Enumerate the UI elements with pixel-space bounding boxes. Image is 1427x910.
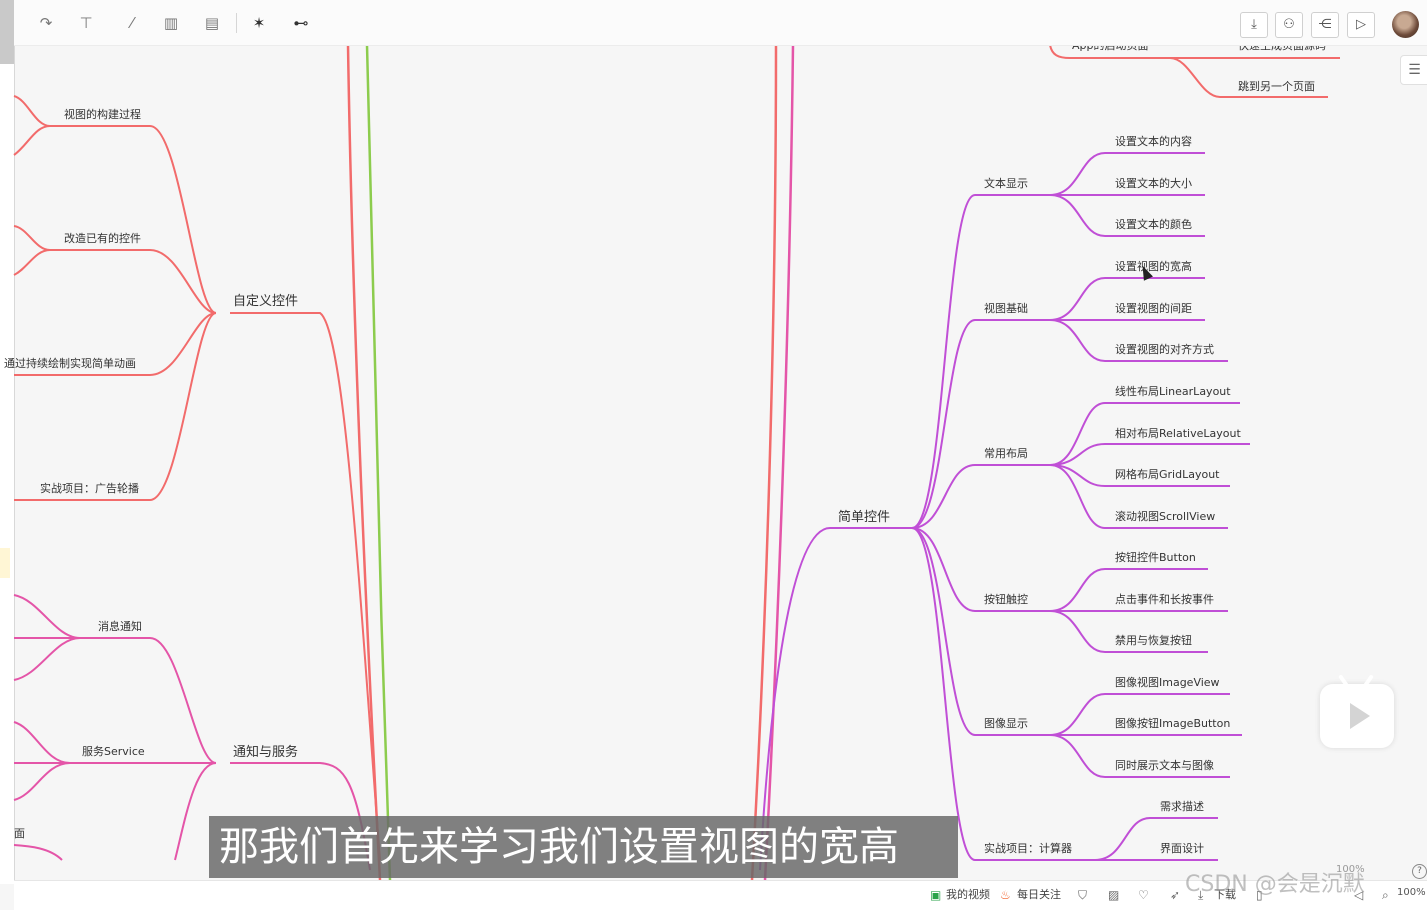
node-image-display[interactable]: 图像显示	[984, 717, 1028, 730]
leaf-disable-restore-button[interactable]: 禁用与恢复按钮	[1115, 633, 1192, 647]
node-service[interactable]: 服务Service	[82, 745, 145, 758]
leaf-image-view[interactable]: 图像视图ImageView	[1115, 675, 1220, 689]
node-button-touch[interactable]: 按钮触控	[984, 592, 1028, 606]
my-videos-link[interactable]: 我的视频	[946, 887, 990, 903]
trunk-line-red	[348, 45, 380, 880]
magic-icon[interactable]: ✶	[247, 11, 271, 35]
leaf-image-button[interactable]: 图像按钮ImageButton	[1115, 716, 1230, 730]
image-icon[interactable]: ▨	[1108, 887, 1119, 903]
leaf-set-view-size[interactable]: 设置视图的宽高	[1115, 259, 1192, 273]
search-zoom-icon[interactable]: ⌕	[1382, 887, 1389, 903]
settings-panel-icon[interactable]: ☰	[1400, 55, 1427, 85]
leaf-ui-design[interactable]: 界面设计	[1160, 842, 1204, 855]
node-view-basics[interactable]: 视图基础	[984, 301, 1028, 315]
zoom-level[interactable]: 100%	[1397, 887, 1426, 898]
toolbar: ↷ ⊤ ⁄ ▥ ▤ ✶ ⊷ ⤓ ⚇ ⋲ ▷	[14, 0, 1427, 46]
daily-follow-link[interactable]: 每日关注	[1017, 887, 1061, 903]
heart-icon[interactable]: ♡	[1138, 887, 1149, 903]
node-view-build-process[interactable]: 视图的构建过程	[64, 107, 141, 121]
layout-icon[interactable]: ▥	[159, 11, 183, 35]
leaf-linear-layout[interactable]: 线性布局LinearLayout	[1115, 384, 1231, 398]
leaf-grid-layout[interactable]: 网格布局GridLayout	[1115, 467, 1220, 481]
leaf-set-text-size[interactable]: 设置文本的大小	[1115, 176, 1192, 190]
brush-icon[interactable]: ⁄	[120, 11, 144, 35]
node-project-calculator[interactable]: 实战项目：计算器	[984, 841, 1072, 855]
leaf-relative-layout[interactable]: 相对布局RelativeLayout	[1115, 426, 1241, 440]
leaf-set-text-content[interactable]: 设置文本的内容	[1115, 134, 1192, 148]
trunk-line-green	[367, 45, 390, 880]
frame-icon[interactable]: ▤	[200, 11, 224, 35]
node-modify-existing-control[interactable]: 改造已有的控件	[64, 231, 141, 245]
leaf-set-text-color[interactable]: 设置文本的颜色	[1115, 217, 1192, 231]
collaborate-icon[interactable]: ⚇	[1275, 12, 1303, 38]
shield-icon[interactable]: ⛉	[1078, 887, 1087, 903]
toolbar-divider	[236, 13, 237, 33]
play-triangle-icon	[1350, 703, 1370, 729]
leaf-button-control[interactable]: 按钮控件Button	[1115, 550, 1196, 564]
redo-icon[interactable]: ↷	[34, 11, 58, 35]
node-message-notification[interactable]: 消息通知	[98, 619, 142, 633]
node-custom-control[interactable]: 自定义控件	[233, 294, 298, 309]
leaf-set-view-alignment[interactable]: 设置视图的对齐方式	[1115, 342, 1214, 356]
video-icon: ▣	[930, 887, 941, 903]
rocket-icon[interactable]: ➶	[1170, 887, 1180, 903]
fire-icon: ♨	[1000, 887, 1011, 903]
leaf-requirements[interactable]: 需求描述	[1160, 799, 1204, 813]
leaf-click-longpress[interactable]: 点击事件和长按事件	[1115, 592, 1214, 606]
node-simple-control[interactable]: 简单控件	[838, 509, 890, 525]
leaf-set-view-spacing[interactable]: 设置视图的间距	[1115, 301, 1192, 315]
node-jump-page[interactable]: 跳到另一个页面	[1238, 79, 1315, 93]
video-subtitle: 那我们首先来学习我们设置视图的宽高	[209, 816, 958, 878]
present-icon[interactable]: ▷	[1347, 12, 1375, 38]
share-icon[interactable]: ⋲	[1311, 12, 1339, 38]
leaf-text-and-image[interactable]: 同时展示文本与图像	[1115, 758, 1214, 772]
format-painter-icon[interactable]: ⊤	[74, 11, 98, 35]
node-project-ad-carousel[interactable]: 实战项目：广告轮播	[40, 481, 139, 495]
user-avatar[interactable]	[1392, 11, 1419, 38]
leaf-scroll-view[interactable]: 滚动视图ScrollView	[1115, 509, 1215, 523]
node-text-display[interactable]: 文本显示	[984, 176, 1028, 190]
watermark: CSDN @会是沉默	[1185, 866, 1365, 898]
node-common-layouts[interactable]: 常用布局	[984, 447, 1028, 460]
video-play-icon[interactable]	[1320, 684, 1394, 748]
insert-node-icon[interactable]: ⊷	[289, 11, 313, 35]
node-left-fragment[interactable]: 面	[14, 827, 25, 840]
help-icon[interactable]: ?	[1412, 864, 1427, 879]
node-notification-service[interactable]: 通知与服务	[233, 744, 298, 760]
download-icon[interactable]: ⤓	[1240, 12, 1268, 38]
node-continuous-drawing-animation[interactable]: 通过持续绘制实现简单动画	[4, 356, 136, 370]
